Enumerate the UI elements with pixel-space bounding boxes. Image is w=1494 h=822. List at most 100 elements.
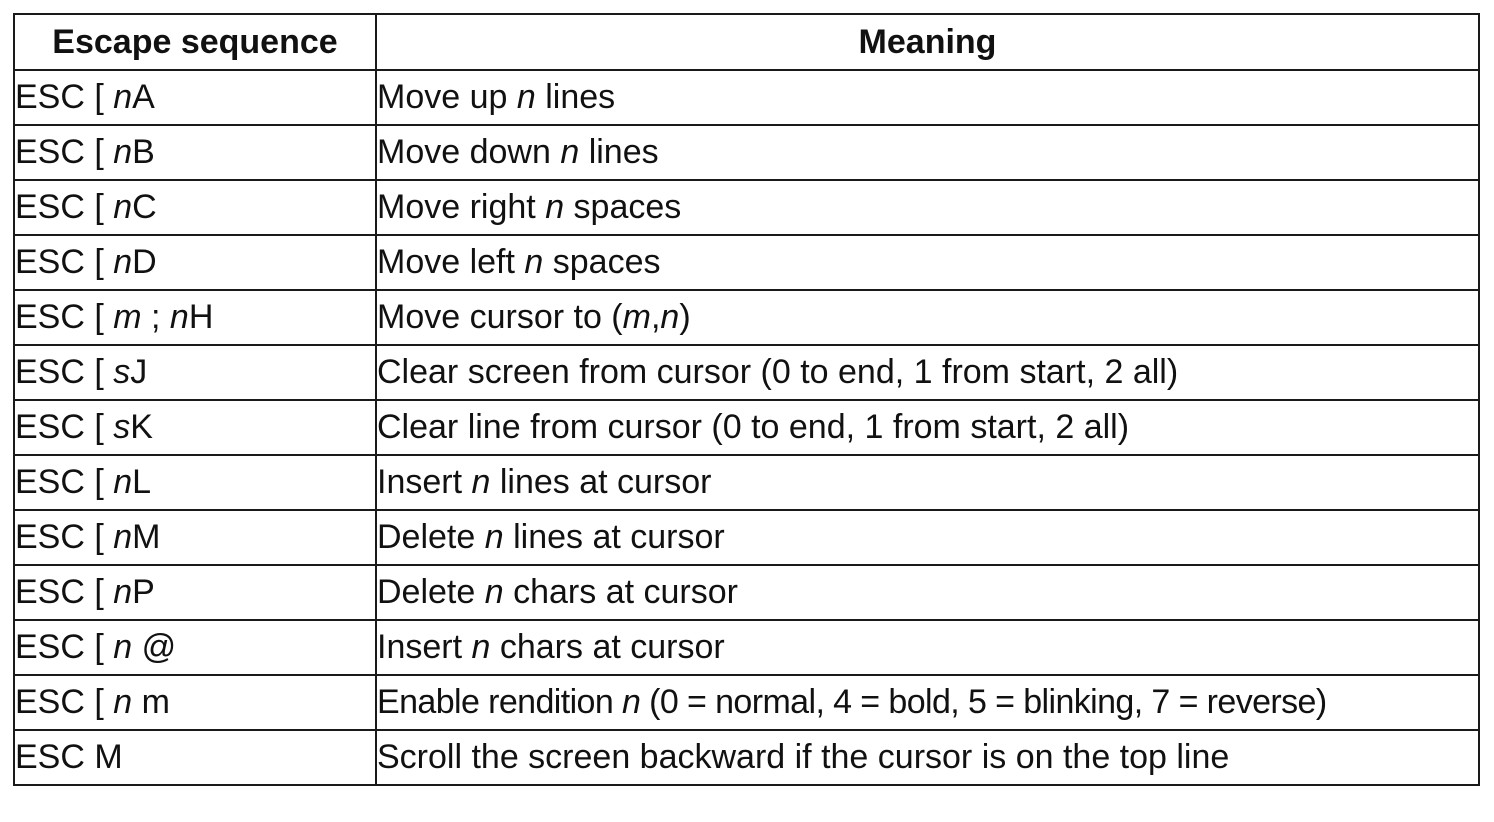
meaning-text: chars at cursor xyxy=(503,573,738,611)
escape-sequence-text: ESC [ xyxy=(15,133,114,171)
escape-sequence-variable: n xyxy=(113,573,133,611)
escape-sequence-cell: ESC [ nC xyxy=(13,179,377,236)
escape-sequence-text: ESC [ xyxy=(15,78,114,116)
meaning-text: lines at cursor xyxy=(490,463,712,501)
meaning-cell: Move cursor to (m,n) xyxy=(375,289,1480,346)
meaning-text: spaces xyxy=(564,188,682,226)
meaning-text: Move down xyxy=(377,133,561,171)
escape-sequence-text: @ xyxy=(132,628,177,666)
escape-sequence-variable: n xyxy=(113,683,133,721)
escape-sequence-text: ESC [ xyxy=(15,353,114,391)
meaning-variable: n xyxy=(621,683,641,721)
meaning-variable: n xyxy=(484,573,504,611)
meaning-text: lines xyxy=(535,78,616,116)
meaning-cell: Insert n lines at cursor xyxy=(375,454,1480,511)
meaning-variable: n xyxy=(484,518,504,556)
escape-sequence-variable: m xyxy=(113,298,142,336)
escape-sequence-variable: n xyxy=(113,188,133,226)
meaning-cell: Move right n spaces xyxy=(375,179,1480,236)
meaning-text: Delete xyxy=(377,573,485,611)
meaning-variable: m xyxy=(622,298,651,336)
meaning-variable: n xyxy=(545,188,565,226)
meaning-cell: Clear line from cursor (0 to end, 1 from… xyxy=(375,399,1480,456)
meaning-text: Clear screen from cursor (0 to end, 1 fr… xyxy=(377,353,1179,391)
escape-sequence-variable: n xyxy=(113,243,133,281)
meaning-text: lines xyxy=(579,133,659,171)
escape-sequence-variable: n xyxy=(113,463,133,501)
meaning-variable: n xyxy=(471,628,491,666)
escape-sequence-variable: n xyxy=(113,78,133,116)
escape-sequence-cell: ESC [ m ; nH xyxy=(13,289,377,346)
meaning-text: lines at cursor xyxy=(503,518,725,556)
meaning-text: Clear line from cursor (0 to end, 1 from… xyxy=(377,408,1130,446)
escape-sequence-cell: ESC [ nP xyxy=(13,564,377,621)
meaning-variable: n xyxy=(560,133,580,171)
escape-sequence-cell: ESC [ nD xyxy=(13,234,377,291)
escape-sequence-text: A xyxy=(132,78,155,116)
escape-sequence-text: ; xyxy=(141,298,170,336)
meaning-variable: n xyxy=(471,463,491,501)
meaning-text: Insert xyxy=(377,463,472,501)
escape-sequence-text: H xyxy=(188,298,214,336)
header-meaning: Meaning xyxy=(375,13,1480,71)
escape-sequence-variable: n xyxy=(113,518,133,556)
escape-sequence-variable: s xyxy=(113,353,131,391)
escape-sequence-cell: ESC [ n @ xyxy=(13,619,377,676)
escape-sequence-cell: ESC [ nM xyxy=(13,509,377,566)
escape-sequence-cell: ESC [ nA xyxy=(13,69,377,126)
escape-sequence-text: ESC [ xyxy=(15,408,114,446)
meaning-cell: Clear screen from cursor (0 to end, 1 fr… xyxy=(375,344,1480,401)
meaning-text: (0 = normal, 4 = bold, 5 = blinking, 7 =… xyxy=(640,683,1327,721)
escape-sequence-text: ESC [ xyxy=(15,518,114,556)
escape-sequence-text: ESC [ xyxy=(15,188,114,226)
header-escape-sequence: Escape sequence xyxy=(13,13,377,71)
escape-sequence-text: L xyxy=(132,463,152,501)
escape-sequence-text: B xyxy=(132,133,155,171)
escape-sequence-cell: ESC [ nB xyxy=(13,124,377,181)
meaning-variable: n xyxy=(524,243,544,281)
escape-sequence-cell: ESC M xyxy=(13,729,377,786)
table-row: ESC [ n @Insert n chars at cursor xyxy=(13,619,1480,676)
meaning-text: Move cursor to ( xyxy=(377,298,623,336)
meaning-text: ) xyxy=(679,298,691,336)
escape-sequence-text: ESC [ xyxy=(15,243,114,281)
meaning-text: Move up xyxy=(377,78,517,116)
meaning-cell: Move up n lines xyxy=(375,69,1480,126)
escape-sequence-cell: ESC [ sK xyxy=(13,399,377,456)
escape-sequence-cell: ESC [ sJ xyxy=(13,344,377,401)
escape-sequence-text: M xyxy=(132,518,161,556)
header-row: Escape sequence Meaning xyxy=(13,13,1480,71)
meaning-text: Enable rendition xyxy=(377,683,622,721)
escape-sequence-variable: s xyxy=(113,408,131,446)
meaning-text: Insert xyxy=(377,628,472,666)
escape-sequence-text: ESC [ xyxy=(15,683,114,721)
escape-sequence-text: m xyxy=(132,683,170,721)
meaning-variable: n xyxy=(660,298,680,336)
escape-sequence-text: J xyxy=(130,353,148,391)
meaning-cell: Move down n lines xyxy=(375,124,1480,181)
meaning-cell: Insert n chars at cursor xyxy=(375,619,1480,676)
meaning-cell: Delete n chars at cursor xyxy=(375,564,1480,621)
meaning-text: chars at cursor xyxy=(490,628,725,666)
meaning-text: Move right xyxy=(377,188,546,226)
escape-sequence-text: ESC [ xyxy=(15,573,114,611)
escape-sequence-text: ESC [ xyxy=(15,463,114,501)
escape-sequence-variable: n xyxy=(113,628,133,666)
escape-sequence-cell: ESC [ nL xyxy=(13,454,377,511)
escape-sequence-text: P xyxy=(132,573,155,611)
meaning-text: spaces xyxy=(543,243,661,281)
escape-sequence-cell: ESC [ n m xyxy=(13,674,377,731)
